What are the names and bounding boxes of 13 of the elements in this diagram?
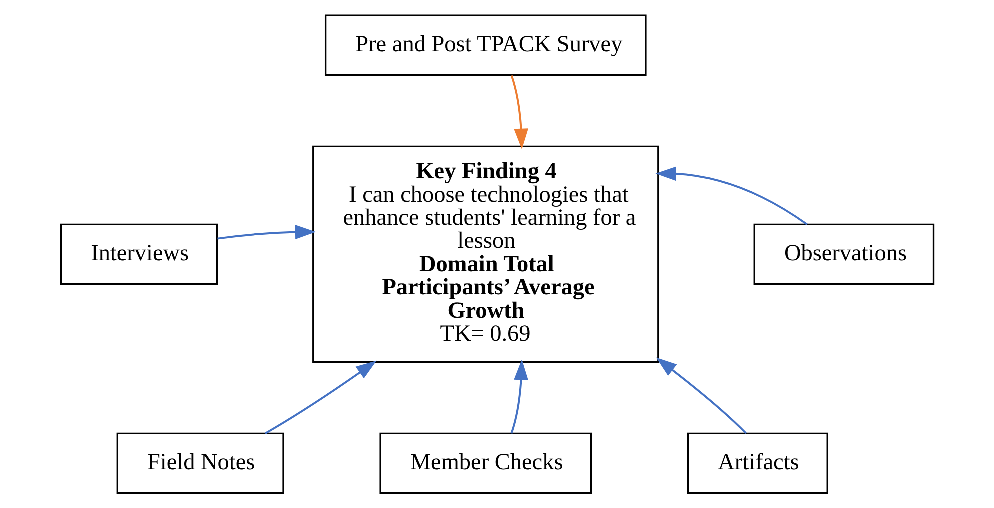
arrow	[510, 74, 528, 149]
node-box: Artifacts	[686, 432, 828, 494]
arrow	[656, 357, 746, 434]
node-box: Field Notes	[116, 432, 284, 494]
node-box: Member Checks	[379, 432, 592, 494]
node-box: Observations	[753, 223, 934, 285]
node-box: Pre and Post TPACK Survey	[324, 14, 646, 76]
arrow	[655, 166, 808, 225]
node-box: Key Finding 4 I can choose technologies that enhance students' learning for a lesson Domain Total Participants’ Average Growth TK= 0.69	[312, 145, 659, 363]
arrow	[217, 224, 316, 240]
arrow	[510, 359, 528, 434]
node-box: Interviews	[60, 223, 218, 285]
arrow	[264, 360, 376, 434]
